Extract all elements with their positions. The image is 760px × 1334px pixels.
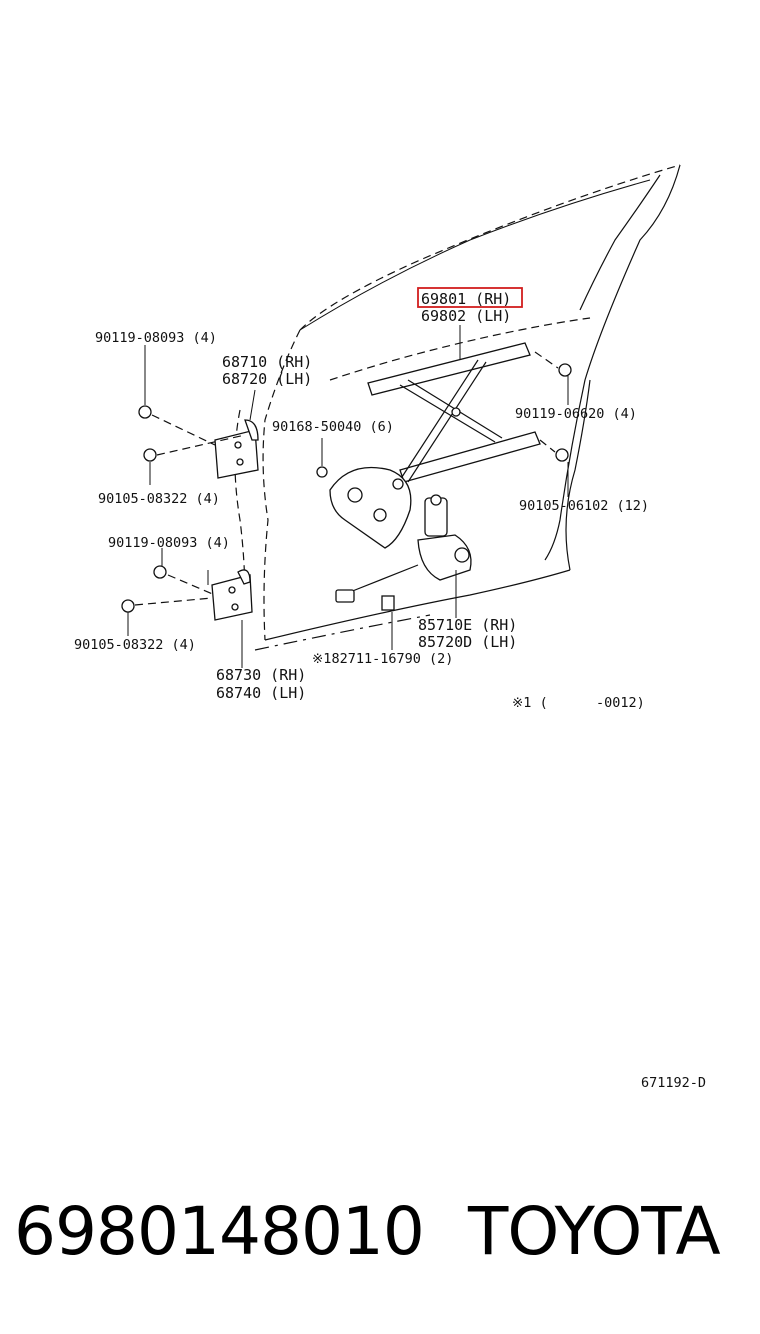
label-bolt-hinge-upper[interactable]: 90105-08322 (4) bbox=[98, 491, 220, 507]
label-69801-rh[interactable]: 69801 (RH) bbox=[421, 290, 511, 308]
label-hinge-lower-rh[interactable]: 68730 (RH) bbox=[216, 666, 306, 684]
part-number: 6980148010 bbox=[14, 1193, 425, 1270]
diagram-code: 671192-D bbox=[641, 1075, 706, 1091]
label-69802-lh[interactable]: 69802 (LH) bbox=[421, 307, 511, 325]
label-bolt-regulator[interactable]: 90168-50040 (6) bbox=[272, 419, 394, 435]
footnote-range: -0012) bbox=[596, 695, 645, 711]
label-hinge-upper-rh[interactable]: 68710 (RH) bbox=[222, 353, 312, 371]
label-bolt-upper-left[interactable]: 90119-08093 (4) bbox=[95, 330, 217, 346]
regulator-motor bbox=[335, 494, 472, 611]
window-regulator bbox=[329, 342, 541, 549]
bolts bbox=[121, 363, 572, 613]
label-bolt-upper-right[interactable]: 90119-06620 (4) bbox=[515, 406, 637, 422]
label-hinge-lower-lh[interactable]: 68740 (LH) bbox=[216, 684, 306, 702]
leader-lines bbox=[127, 325, 569, 668]
label-bolt-right[interactable]: 90105-06102 (12) bbox=[519, 498, 649, 514]
label-motor-rh[interactable]: 85710E (RH) bbox=[418, 616, 517, 634]
brand-name: TOYOTA bbox=[468, 1193, 721, 1270]
highlight-box bbox=[417, 287, 523, 308]
door-hinge-lower bbox=[211, 569, 253, 621]
label-hinge-upper-lh[interactable]: 68720 (LH) bbox=[222, 370, 312, 388]
footnote-mark: ※1 ( bbox=[512, 695, 548, 711]
label-bolt-hinge-lower[interactable]: 90105-08322 (4) bbox=[74, 637, 196, 653]
label-bolt-lower-left[interactable]: 90119-08093 (4) bbox=[108, 535, 230, 551]
label-clip[interactable]: ※182711-16790 (2) bbox=[312, 651, 453, 667]
door-hinge-upper bbox=[214, 419, 259, 479]
door-outline bbox=[234, 164, 681, 651]
callout-labels: 69801 (RH) 69802 (LH) 90119-08093 (4) 68… bbox=[74, 287, 706, 1091]
label-motor-lh[interactable]: 85720D (LH) bbox=[418, 633, 517, 651]
